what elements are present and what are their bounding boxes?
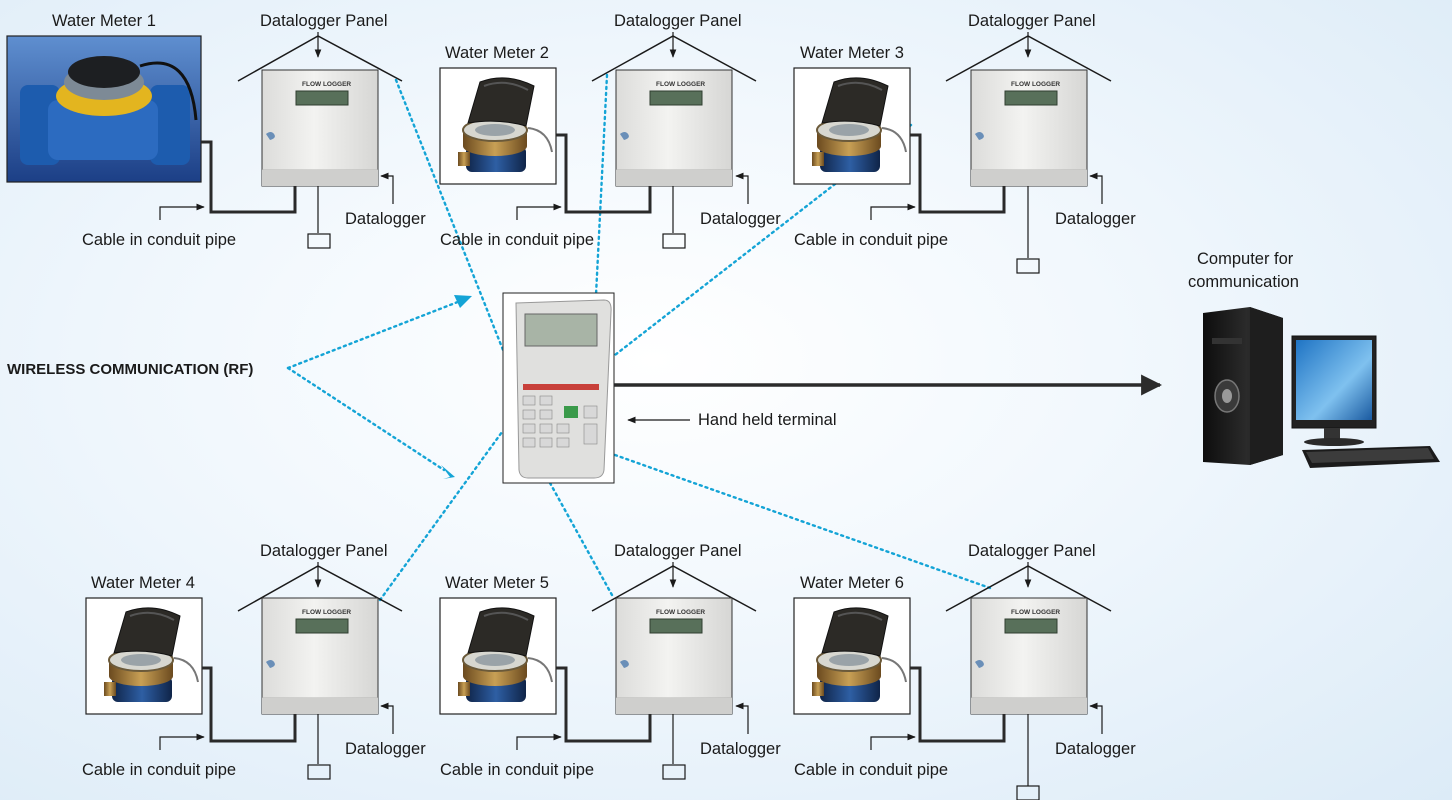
meter-label-5: Water Meter 5 — [445, 574, 549, 592]
datalogger-label-2: Datalogger — [700, 210, 781, 228]
small-meter-icon — [85, 597, 203, 715]
meter-label-2: Water Meter 2 — [445, 44, 549, 62]
device-text-6: FLOW LOGGER — [1011, 609, 1060, 616]
handheld-terminal-icon — [502, 292, 615, 484]
device-text-3: FLOW LOGGER — [1011, 81, 1060, 88]
panel-label-5: Datalogger Panel — [614, 542, 742, 560]
panel-label-3: Datalogger Panel — [968, 12, 1096, 30]
computer-label-line2: communication — [1188, 273, 1299, 291]
small-meter-icon — [793, 67, 911, 185]
desktop-computer-icon — [1203, 307, 1440, 468]
cable-label-2: Cable in conduit pipe — [440, 231, 594, 249]
rf-arrowhead-down — [441, 465, 455, 479]
cable-label-4: Cable in conduit pipe — [82, 761, 236, 779]
meter-label-4: Water Meter 4 — [91, 574, 195, 592]
unit-2: Water Meter 2 Datalogger Panel FLOW LOGG… — [439, 12, 781, 249]
datalogger-label-1: Datalogger — [345, 210, 426, 228]
meter-label-6: Water Meter 6 — [800, 574, 904, 592]
datalogger-label-4: Datalogger — [345, 740, 426, 758]
large-flanged-meter-icon — [6, 35, 202, 183]
small-meter-icon — [439, 67, 557, 185]
datalogger-label-3: Datalogger — [1055, 210, 1136, 228]
wireless-communication-label: WIRELESS COMMUNICATION (RF) — [7, 361, 253, 378]
unit-6: Water Meter 6 Datalogger Panel FLOW LOGG… — [793, 542, 1136, 800]
rf-arrowhead-up — [454, 295, 472, 308]
datalogger-panel-3: FLOW LOGGER — [970, 69, 1088, 187]
computer-label-line1: Computer for — [1197, 250, 1294, 268]
panel-label-6: Datalogger Panel — [968, 542, 1096, 560]
device-text-4: FLOW LOGGER — [302, 609, 351, 616]
panel-label-4: Datalogger Panel — [260, 542, 388, 560]
rf-links — [286, 73, 992, 602]
unit-1: Water Meter 1 Datalogger Panel FLOW LOGG… — [6, 12, 426, 249]
datalogger-panel-2: FLOW LOGGER — [615, 69, 733, 187]
datalogger-panel-5: FLOW LOGGER — [615, 597, 733, 715]
cable-label-6: Cable in conduit pipe — [794, 761, 948, 779]
panel-label-2: Datalogger Panel — [614, 12, 742, 30]
small-meter-icon — [439, 597, 557, 715]
unit-5: Water Meter 5 Datalogger Panel FLOW LOGG… — [439, 542, 781, 780]
datalogger-panel-4: FLOW LOGGER — [261, 597, 379, 715]
cable-label-3: Cable in conduit pipe — [794, 231, 948, 249]
cable-label-5: Cable in conduit pipe — [440, 761, 594, 779]
datalogger-label-6: Datalogger — [1055, 740, 1136, 758]
unit-3: Water Meter 3 Datalogger Panel FLOW LOGG… — [793, 12, 1136, 274]
datalogger-panel-6: FLOW LOGGER — [970, 597, 1088, 715]
device-text-1: FLOW LOGGER — [302, 81, 351, 88]
panel-label-1: Datalogger Panel — [260, 12, 388, 30]
device-text-5: FLOW LOGGER — [656, 609, 705, 616]
cable-label-1: Cable in conduit pipe — [82, 231, 236, 249]
device-text-2: FLOW LOGGER — [656, 81, 705, 88]
handheld-terminal-label: Hand held terminal — [698, 411, 837, 429]
datalogger-panel-1: FLOW LOGGER — [261, 69, 379, 187]
unit-4: Water Meter 4 Datalogger Panel FLOW LOGG… — [82, 542, 426, 780]
meter-label-3: Water Meter 3 — [800, 44, 904, 62]
datalogger-label-5: Datalogger — [700, 740, 781, 758]
small-meter-icon — [793, 597, 911, 715]
meter-label-1: Water Meter 1 — [52, 12, 156, 30]
